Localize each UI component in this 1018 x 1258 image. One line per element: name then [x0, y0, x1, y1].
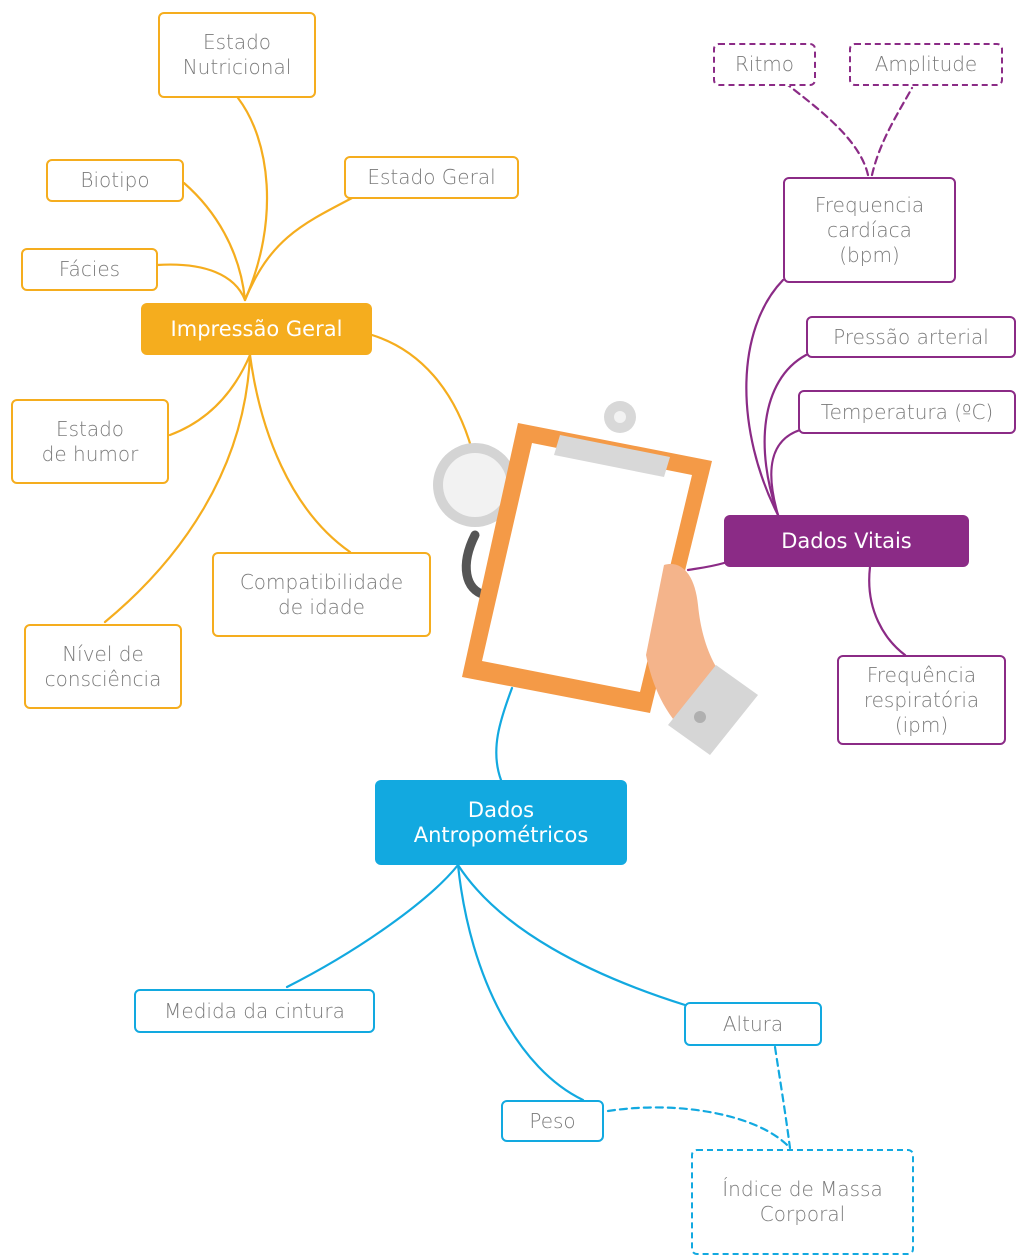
dados-antropometricos-hub[interactable]: Dados Antropométricos — [375, 780, 627, 865]
medida-da-cintura-node[interactable]: Medida da cintura — [134, 989, 375, 1033]
peso-node[interactable]: Peso — [501, 1100, 604, 1142]
amplitude-node[interactable]: Amplitude — [849, 43, 1003, 86]
compatibilidade-de-idade-node[interactable]: Compatibilidade de idade — [212, 552, 431, 637]
frequencia-cardiaca-node[interactable]: Frequencia cardíaca (bpm) — [783, 177, 956, 283]
estado-geral-node[interactable]: Estado Geral — [344, 156, 519, 199]
clipboard-illustration — [433, 401, 758, 755]
altura-node[interactable]: Altura — [684, 1002, 822, 1046]
imc-dashed-connectors — [606, 1045, 792, 1150]
dados-vitais-hub[interactable]: Dados Vitais — [724, 515, 969, 567]
pressao-arterial-node[interactable]: Pressão arterial — [806, 316, 1016, 358]
dados-antropometricos-connectors — [285, 686, 687, 1102]
imc-node[interactable]: Índice de Massa Corporal — [691, 1149, 914, 1255]
biotipo-node[interactable]: Biotipo — [46, 159, 184, 202]
temperatura-node[interactable]: Temperatura (ºC) — [798, 390, 1016, 434]
ritmo-node[interactable]: Ritmo — [713, 43, 816, 86]
impressao-geral-connectors — [103, 96, 474, 624]
clipboard-icon — [462, 401, 712, 713]
estado-de-humor-node[interactable]: Estado de humor — [11, 399, 169, 484]
facies-node[interactable]: Fácies — [21, 248, 158, 291]
stethoscope-icon — [433, 443, 517, 600]
frequencia-cardiaca-dashed-connectors — [786, 83, 914, 177]
frequencia-respiratoria-node[interactable]: Frequência respiratória (ipm) — [837, 655, 1006, 745]
dados-vitais-connectors — [686, 278, 907, 657]
nivel-de-consciencia-node[interactable]: Nível de consciência — [24, 624, 182, 709]
impressao-geral-hub[interactable]: Impressão Geral — [141, 303, 372, 355]
hand-icon — [646, 564, 758, 755]
estado-nutricional-node[interactable]: Estado Nutricional — [158, 12, 316, 98]
